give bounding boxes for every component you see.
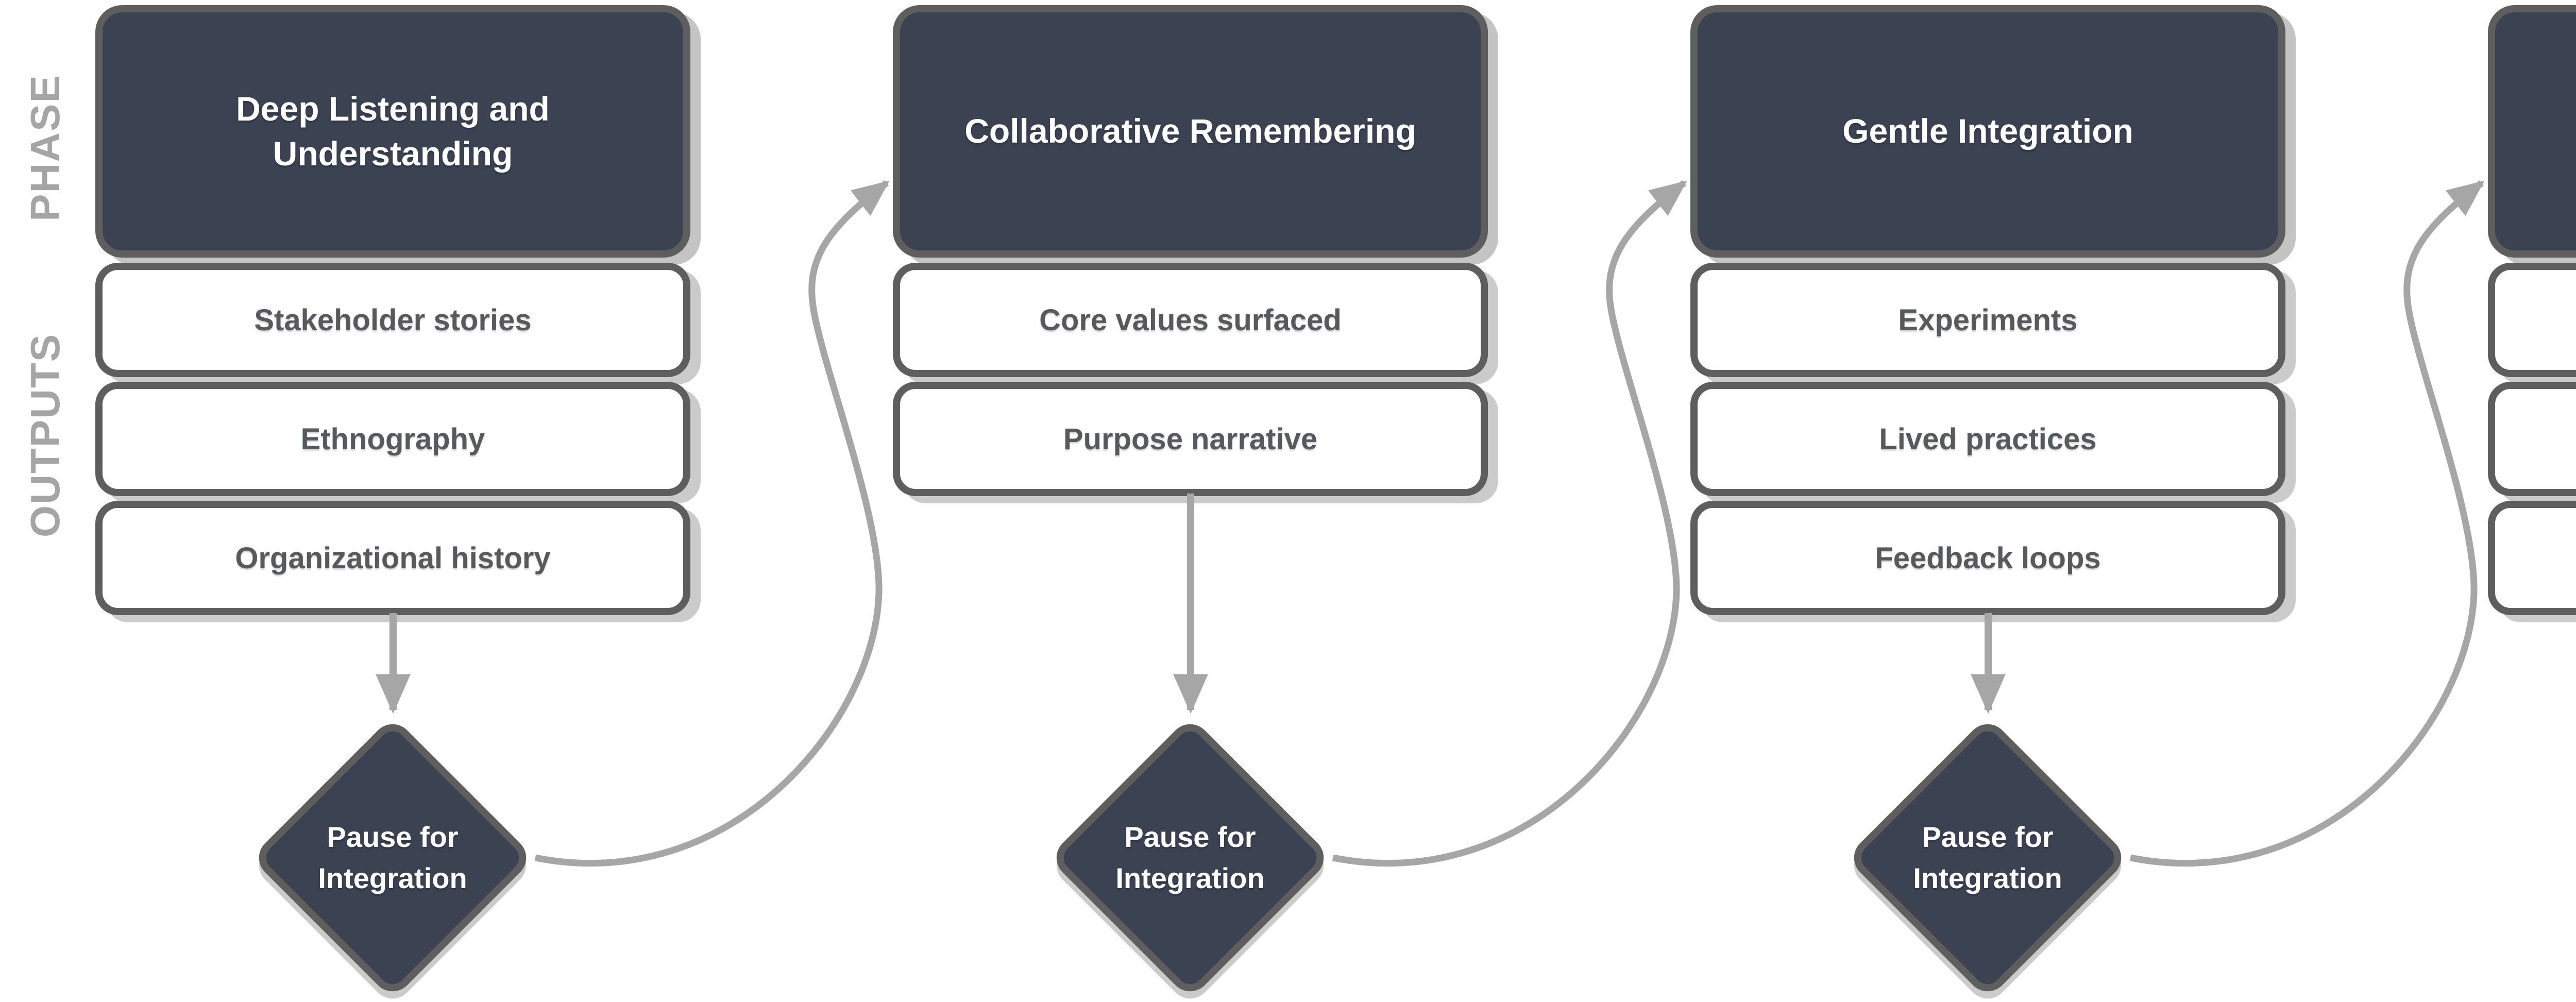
- pause-diamond-label: Pause for Integration: [1894, 765, 2081, 951]
- output-label: Feedback loops: [1875, 541, 2101, 575]
- phase-title: Gentle Integration: [1842, 112, 2133, 150]
- output-item: Lived practices: [1690, 382, 2285, 496]
- pause-diamond-2: Pause for Integration: [1048, 716, 1332, 1000]
- output-label: Ethnography: [300, 422, 485, 456]
- pause-diamond-label: Pause for Integration: [1097, 765, 1283, 951]
- output-item: Experiments: [1690, 263, 2285, 377]
- output-label: Stakeholder stories: [254, 303, 532, 337]
- output-item: Purpose narrative: [893, 382, 1488, 496]
- output-label: Experiments: [1898, 303, 2078, 337]
- pause-line-2: Integration: [1913, 862, 2062, 894]
- column-4: Ongoing Guidance Rhythm of reflection Co…: [2488, 0, 2576, 1002]
- output-label: Core values surfaced: [1039, 303, 1342, 337]
- outputs-axis-label: OUTPUTS: [22, 333, 68, 538]
- output-item: Stewardship: [2488, 501, 2576, 615]
- output-item: Feedback loops: [1690, 501, 2285, 615]
- output-item: Rhythm of reflection: [2488, 263, 2576, 377]
- output-item: Organizational history: [95, 501, 690, 615]
- output-item: Ethnography: [95, 382, 690, 496]
- pause-line-1: Pause for: [1922, 821, 2054, 854]
- output-item: Stakeholder stories: [95, 263, 690, 377]
- phase-header-2: Collaborative Remembering: [893, 5, 1488, 258]
- output-label: Lived practices: [1879, 422, 2097, 456]
- phase-header-4: Ongoing Guidance: [2488, 5, 2576, 258]
- column-1: Deep Listening and Understanding Stakeho…: [95, 0, 690, 1002]
- pause-line-1: Pause for: [327, 821, 459, 854]
- column-3: Gentle Integration Experiments Lived pra…: [1690, 0, 2285, 1002]
- output-item: Core values surfaced: [893, 263, 1488, 377]
- pause-diamond-label: Pause for Integration: [299, 765, 486, 951]
- phase-header-1: Deep Listening and Understanding: [95, 5, 690, 258]
- pause-diamond-3: Pause for Integration: [1845, 716, 2130, 1000]
- phase-axis-label: PHASE: [22, 74, 68, 222]
- column-2: Collaborative Remembering Core values su…: [893, 0, 1488, 1002]
- output-item: Course correct: [2488, 382, 2576, 496]
- phase-title: Collaborative Remembering: [964, 112, 1416, 150]
- phase-title: Deep Listening and Understanding: [236, 89, 550, 173]
- output-label: Purpose narrative: [1063, 422, 1318, 456]
- pause-line-2: Integration: [1115, 862, 1265, 894]
- pause-line-2: Integration: [318, 862, 467, 894]
- phase-header-3: Gentle Integration: [1690, 5, 2285, 258]
- pause-line-1: Pause for: [1124, 821, 1256, 854]
- output-label: Organizational history: [235, 541, 551, 575]
- pause-diamond-1: Pause for Integration: [250, 716, 535, 1000]
